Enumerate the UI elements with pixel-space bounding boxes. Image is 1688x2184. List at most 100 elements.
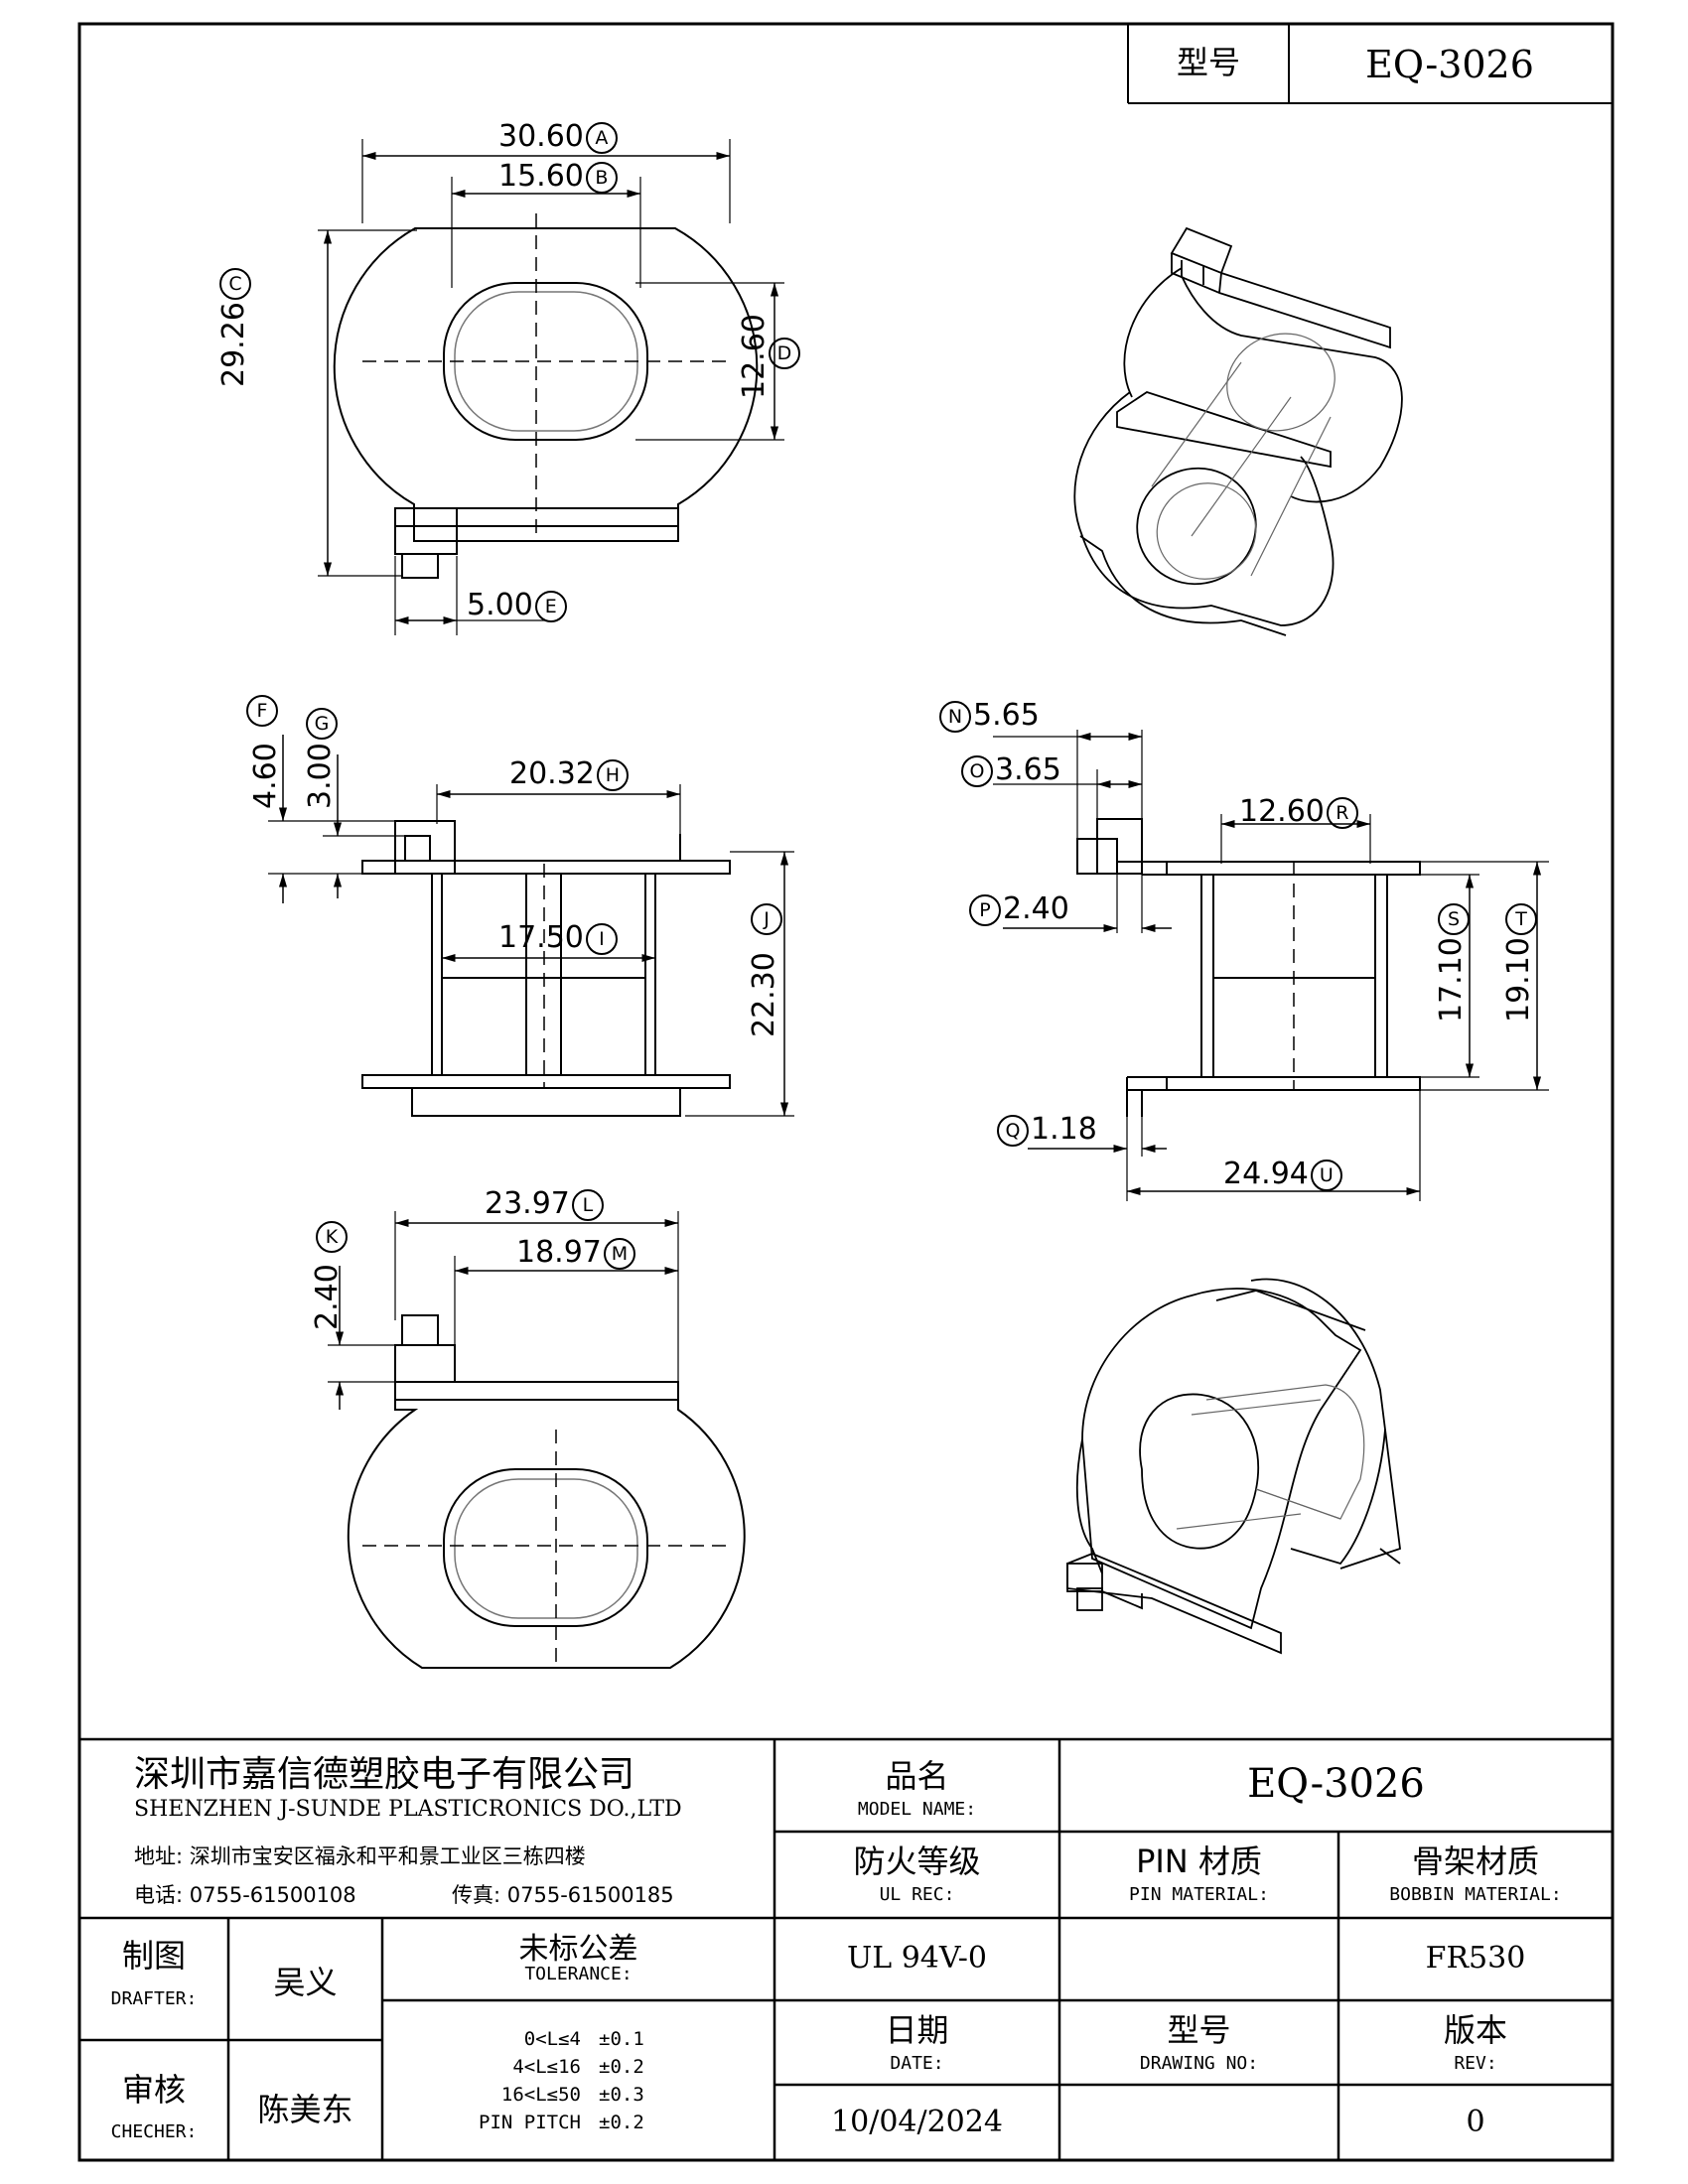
date-label-cn: 日期 bbox=[885, 2011, 949, 2049]
header-model-value: EQ-3026 bbox=[1365, 43, 1534, 86]
dim-H-value: 20.32 bbox=[509, 756, 595, 791]
tolerance-range: PIN PITCH bbox=[479, 2112, 581, 2133]
ul-label-en: UL REC: bbox=[879, 1884, 955, 1905]
isometric-view-top bbox=[1073, 226, 1403, 636]
dim-H-tag: H bbox=[596, 758, 629, 791]
front-view-bottom bbox=[328, 1211, 746, 1669]
header-model-label: 型号 bbox=[1177, 44, 1240, 81]
date-value: 10/04/2024 bbox=[831, 2105, 1003, 2139]
dim-C-tag: C bbox=[218, 268, 251, 301]
dim-D: 12.60 bbox=[737, 314, 772, 399]
model-name-value: EQ-3026 bbox=[1247, 1761, 1425, 1807]
dim-O-value: 3.65 bbox=[995, 752, 1061, 787]
drafter-label-en: DRAFTER: bbox=[110, 1988, 198, 2009]
company-address: 地址: 深圳市宝安区福永和平和景工业区三栋四楼 bbox=[134, 1844, 586, 1868]
header-model-box: 型号 EQ-3026 bbox=[1127, 24, 1613, 104]
dim-I-value: 17.50 bbox=[498, 920, 584, 955]
tolerance-value: ±0.3 bbox=[599, 2084, 644, 2106]
dim-G-value: 3.00 bbox=[303, 743, 338, 809]
dim-R-tag: R bbox=[1326, 796, 1358, 829]
dim-J-value: 22.30 bbox=[747, 952, 781, 1037]
tolerance-row: 0<L≤4 ±0.1 bbox=[382, 2025, 774, 2053]
dim-B-value: 15.60 bbox=[498, 159, 584, 194]
bobbin-label-cn: 骨架材质 bbox=[1411, 1843, 1539, 1880]
tolerance-label-en: TOLERANCE: bbox=[524, 1964, 633, 1984]
dim-A-tag: A bbox=[585, 121, 618, 154]
drawing-no-label-en: DRAWING NO: bbox=[1139, 2053, 1259, 2074]
pin-label-en: PIN MATERIAL: bbox=[1129, 1884, 1269, 1905]
dim-Q-tag: Q bbox=[997, 1114, 1029, 1147]
title-block-grid bbox=[79, 1737, 1613, 2160]
tolerance-range: 16<L≤50 bbox=[500, 2084, 581, 2106]
date-label-en: DATE: bbox=[890, 2053, 944, 2074]
company-name-cn: 深圳市嘉信德塑胶电子有限公司 bbox=[134, 1754, 635, 1795]
company-fax: 传真: 0755-61500185 bbox=[452, 1883, 674, 1907]
checker-label-en: CHECHER: bbox=[110, 2121, 198, 2142]
drafter-value: 吴义 bbox=[273, 1964, 338, 2001]
front-view-top bbox=[318, 139, 784, 635]
dim-T-value: 19.10 bbox=[1501, 937, 1536, 1023]
side-view-left bbox=[268, 735, 794, 1117]
company-name-en: SHENZHEN J-SUNDE PLASTICRONICS DO.,LTD bbox=[134, 1797, 682, 1822]
dim-F-tag: F bbox=[246, 695, 278, 727]
tolerance-label-cn: 未标公差 bbox=[518, 1932, 638, 1967]
dim-K-value: 2.40 bbox=[310, 1264, 345, 1330]
model-name-label-cn: 品名 bbox=[885, 1757, 949, 1795]
pin-label-cn: PIN 材质 bbox=[1136, 1843, 1262, 1880]
dim-S-value: 17.10 bbox=[1434, 937, 1469, 1023]
dim-M-value: 18.97 bbox=[516, 1235, 602, 1270]
rev-value: 0 bbox=[1466, 2105, 1485, 2139]
tolerance-value: ±0.2 bbox=[599, 2056, 644, 2078]
tolerance-value: ±0.1 bbox=[599, 2028, 644, 2050]
dim-U-value: 24.94 bbox=[1223, 1157, 1309, 1191]
rev-label-en: REV: bbox=[1454, 2053, 1497, 2074]
dim-U-tag: U bbox=[1310, 1159, 1342, 1191]
tolerance-range: 0<L≤4 bbox=[523, 2028, 581, 2050]
drafter-label-cn: 制图 bbox=[121, 1937, 186, 1975]
checker-label-cn: 审核 bbox=[121, 2071, 186, 2109]
ul-value: UL 94V-0 bbox=[846, 1941, 988, 1976]
dim-G-tag: G bbox=[306, 708, 338, 740]
dim-S-tag: S bbox=[1438, 903, 1470, 935]
dim-P-value: 2.40 bbox=[1003, 891, 1069, 926]
dim-O-tag: O bbox=[961, 754, 993, 787]
sheet-border bbox=[77, 22, 1615, 2162]
dim-T-tag: T bbox=[1505, 903, 1537, 935]
tolerance-row: PIN PITCH±0.2 bbox=[382, 2109, 774, 2136]
dim-B-tag: B bbox=[585, 161, 618, 194]
bobbin-label-en: BOBBIN MATERIAL: bbox=[1389, 1884, 1562, 1905]
dim-M-tag: M bbox=[603, 1237, 635, 1270]
tolerance-range: 4<L≤16 bbox=[512, 2056, 581, 2078]
tolerance-table: 0<L≤4 ±0.1 4<L≤16 ±0.2 16<L≤50 ±0.3 PIN PIT… bbox=[382, 2025, 774, 2136]
ul-label-cn: 防火等级 bbox=[853, 1843, 981, 1880]
dim-J-tag: J bbox=[751, 903, 782, 935]
dim-E-tag: E bbox=[534, 590, 567, 622]
tolerance-row: 16<L≤50 ±0.3 bbox=[382, 2081, 774, 2109]
checker-value: 陈美东 bbox=[257, 2091, 353, 2128]
dim-Q-value: 1.18 bbox=[1031, 1112, 1097, 1147]
dim-P-tag: P bbox=[969, 893, 1001, 926]
dim-E-value: 5.00 bbox=[467, 588, 533, 622]
dim-A-value: 30.60 bbox=[498, 119, 584, 154]
drawing-no-label-cn: 型号 bbox=[1167, 2011, 1231, 2049]
dim-C: 29.26C bbox=[216, 268, 251, 387]
dim-L-tag: L bbox=[571, 1188, 604, 1221]
company-phone: 电话: 0755-61500108 bbox=[134, 1883, 356, 1907]
side-view-right bbox=[993, 730, 1549, 1201]
dim-N-tag: N bbox=[939, 700, 971, 733]
dim-I-tag: I bbox=[585, 922, 618, 955]
dim-R-value: 12.60 bbox=[1239, 794, 1325, 829]
